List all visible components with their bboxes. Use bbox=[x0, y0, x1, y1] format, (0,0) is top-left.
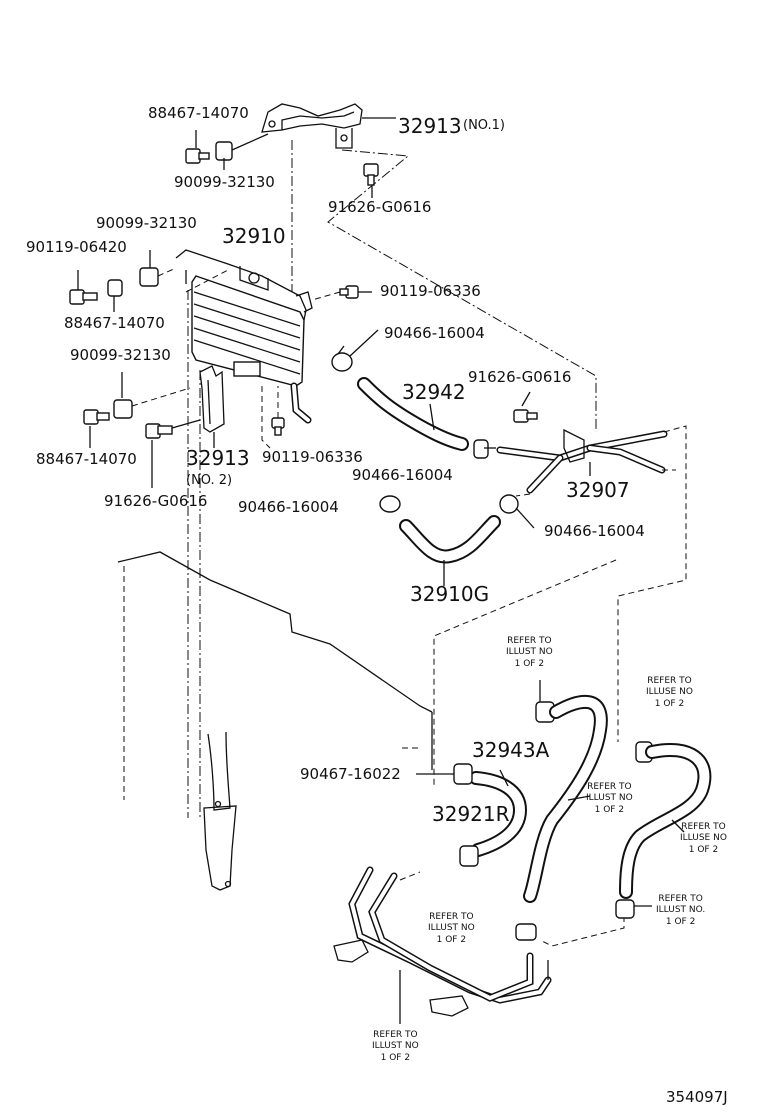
label-90099-32130-lower: 90099-32130 bbox=[70, 346, 171, 364]
clamp-90466-16004-b bbox=[473, 439, 496, 459]
label-90119-06336-lower: 90119-06336 bbox=[262, 448, 363, 466]
label-91626-g0616-top: 91626-G0616 bbox=[328, 198, 432, 216]
clamp-90466-16004-d bbox=[499, 494, 535, 529]
note-refer-illust-3: REFER TO ILLUST NO 1 OF 2 bbox=[586, 782, 633, 815]
routing-line-h bbox=[433, 559, 617, 786]
clamp-90467-16022 bbox=[416, 763, 473, 785]
clamp-90466-16004-a bbox=[331, 329, 379, 372]
diagram-id: 354097J bbox=[666, 1088, 728, 1106]
bolts-left-lower bbox=[83, 372, 191, 448]
label-32913-no2: 32913 bbox=[186, 446, 250, 470]
pipe-assembly-bottom bbox=[333, 866, 552, 1024]
label-32942: 32942 bbox=[402, 380, 466, 404]
label-32913-no2-suffix: (NO. 2) bbox=[186, 473, 233, 488]
note-refer-illust-7: REFER TO ILLUST NO 1 OF 2 bbox=[372, 1030, 419, 1063]
bolts-left-upper bbox=[69, 250, 177, 312]
label-90099-32130-mid: 90099-32130 bbox=[96, 214, 197, 232]
note-refer-illust-2: REFER TO ILLUSE NO 1 OF 2 bbox=[646, 676, 693, 709]
bolt-88467-14070-top bbox=[185, 130, 269, 170]
label-88467-14070-top: 88467-14070 bbox=[148, 104, 249, 122]
body-frame-outline bbox=[117, 551, 433, 891]
clamp-bottom-right bbox=[615, 899, 652, 919]
bolt-90119-06336-lower bbox=[261, 386, 285, 449]
label-90466-16004-d: 90466-16004 bbox=[544, 522, 645, 540]
label-91626-g0616-mid: 91626-G0616 bbox=[468, 368, 572, 386]
label-32921r: 32921R bbox=[432, 802, 510, 826]
label-90466-16004-b: 90466-16004 bbox=[352, 466, 453, 484]
note-refer-illust-4: REFER TO ILLUSE NO 1 OF 2 bbox=[680, 822, 727, 855]
label-90119-06420: 90119-06420 bbox=[26, 238, 127, 256]
label-88467-14070-mid: 88467-14070 bbox=[64, 314, 165, 332]
label-32907: 32907 bbox=[566, 478, 630, 502]
clamp-bottom-middle bbox=[515, 923, 537, 941]
note-refer-illust-5: REFER TO ILLUST NO. 1 OF 2 bbox=[656, 894, 706, 927]
label-32910: 32910 bbox=[222, 224, 286, 248]
bolt-90119-06336-upper bbox=[311, 285, 372, 301]
label-32910g: 32910G bbox=[410, 582, 490, 606]
hose-32943a bbox=[469, 694, 608, 903]
label-90466-16004-a: 90466-16004 bbox=[384, 324, 485, 342]
label-88467-14070-lower: 88467-14070 bbox=[36, 450, 137, 468]
hose-right-lower bbox=[619, 741, 712, 899]
hose-32942 bbox=[357, 377, 469, 451]
label-32913-no1: 32913 bbox=[398, 114, 462, 138]
bolt-91626-g0616-top bbox=[363, 163, 379, 198]
note-refer-illust-6: REFER TO ILLUST NO 1 OF 2 bbox=[428, 912, 475, 945]
bracket-32913-no1 bbox=[261, 103, 396, 149]
routing-line-i bbox=[539, 916, 625, 947]
routing-line-a bbox=[327, 149, 597, 432]
pipe-32907 bbox=[496, 428, 668, 494]
routing-line-k bbox=[399, 871, 421, 881]
hose-32910g bbox=[399, 515, 501, 586]
label-91626-g0616-lower: 91626-G0616 bbox=[104, 492, 208, 510]
clamp-32921r-area bbox=[459, 845, 479, 867]
bracket-32913-no2 bbox=[145, 365, 225, 488]
label-90466-16004-c: 90466-16004 bbox=[238, 498, 339, 516]
label-32943a: 32943A bbox=[472, 738, 550, 762]
routing-line-m bbox=[185, 269, 229, 293]
label-32913-no1-suffix: (NO.1) bbox=[463, 118, 505, 133]
routing-line-e bbox=[617, 425, 687, 742]
clamp-90466-16004-c bbox=[379, 495, 401, 513]
routing-line-g bbox=[515, 493, 531, 497]
label-90099-32130-top: 90099-32130 bbox=[174, 173, 275, 191]
bolt-91626-g0616-mid bbox=[513, 391, 538, 423]
label-90119-06336-upper: 90119-06336 bbox=[380, 282, 481, 300]
oil-cooler-32910 bbox=[175, 249, 313, 424]
note-refer-illust-1: REFER TO ILLUST NO 1 OF 2 bbox=[506, 636, 553, 669]
label-90467-16022: 90467-16022 bbox=[300, 765, 401, 783]
